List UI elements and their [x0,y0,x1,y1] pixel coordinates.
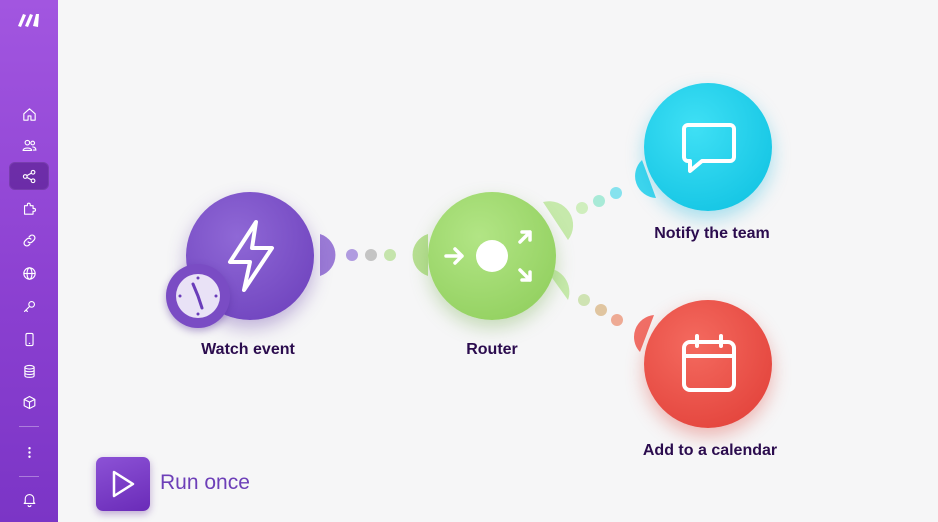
phone-icon [24,332,34,346]
module-label-notify-the-team: Notify the team [654,225,770,242]
module-notify-the-team[interactable] [644,83,772,211]
make-logo[interactable] [15,10,43,30]
share-icon [22,169,35,183]
router-icon [444,230,532,282]
module-label-add-to-a-calendar: Add to a calendar [642,442,778,459]
bell-icon [23,493,35,507]
connector-watch-router [320,234,428,276]
sidebar-item-data-structures[interactable] [9,388,49,416]
module-label-router: Router [466,341,518,358]
play-icon [112,470,135,498]
sidebar-item-scenarios[interactable] [9,162,49,190]
sidebar-item-connections[interactable] [9,226,49,254]
more-vertical-icon [27,446,31,458]
module-label-watch-event: Watch event [201,341,295,358]
sidebar-divider [19,476,39,477]
sidebar-item-webhooks[interactable] [9,259,49,287]
database-icon [23,364,35,378]
sidebar-item-devices[interactable] [9,325,49,353]
router-input-handle [412,234,428,276]
cube-icon [23,395,35,409]
run-once-label[interactable]: Run once [160,471,250,494]
chat-bubble-icon [682,123,736,173]
scenario-canvas[interactable]: Watch event Router Notify the team Add t… [58,0,938,522]
key-icon [23,300,35,312]
sidebar-item-templates[interactable] [9,194,49,222]
watch-output-handle [320,234,336,276]
watch-event-clock-badge[interactable] [166,264,230,328]
sidebar [0,0,58,522]
home-icon [22,107,36,121]
module-router[interactable] [428,192,556,320]
connector-router-notify [543,160,656,240]
calendar-icon [682,334,736,392]
puzzle-icon [23,202,36,215]
run-once-button[interactable] [96,457,150,511]
lightning-icon [228,220,274,292]
sidebar-item-team[interactable] [9,131,49,159]
sidebar-item-data-stores[interactable] [9,357,49,385]
module-add-to-a-calendar[interactable] [644,300,772,428]
users-icon [22,139,36,151]
clock-icon [176,274,220,318]
link-icon [22,233,36,247]
sidebar-item-keys[interactable] [9,292,49,320]
sidebar-divider [19,426,39,427]
sidebar-item-notifications[interactable] [9,485,49,513]
globe-icon [22,266,36,280]
sidebar-item-more[interactable] [9,438,49,466]
sidebar-item-home[interactable] [9,100,49,128]
